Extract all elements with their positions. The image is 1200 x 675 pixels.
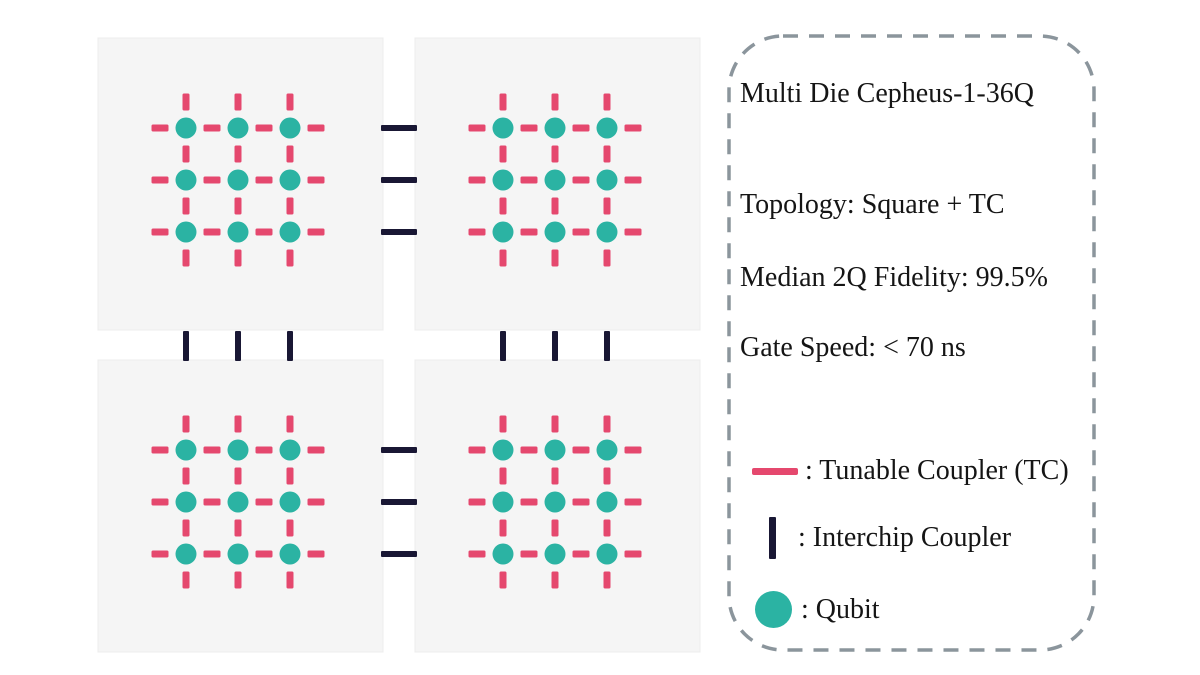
spec-fidelity: Median 2Q Fidelity: 99.5%	[740, 262, 1048, 293]
legend-label-qubit: : Qubit	[801, 593, 880, 625]
legend-item-interchip-coupler: : Interchip Coupler	[769, 517, 1011, 559]
legend-label-interchip-coupler: : Interchip Coupler	[798, 522, 1012, 553]
interchip-couplers	[183, 125, 610, 557]
legend-label-tunable-coupler: : Tunable Coupler (TC)	[805, 455, 1069, 486]
qubit-icon	[755, 591, 792, 628]
tunable-coupler-icon	[752, 467, 798, 475]
panel-title: Multi Die Cepheus-1-36Q	[740, 78, 1034, 109]
die-top-right	[414, 37, 701, 331]
die-bottom-left	[97, 359, 384, 653]
interchip-coupler-icon	[769, 517, 776, 559]
spec-gate-speed: Gate Speed: < 70 ns	[740, 332, 966, 363]
legend-item-qubit: : Qubit	[755, 591, 880, 628]
die-top-left	[97, 37, 384, 331]
legend-item-tunable-coupler: : Tunable Coupler (TC)	[752, 455, 1069, 487]
spec-topology: Topology: Square + TC	[740, 189, 1005, 220]
multi-die-diagram	[97, 37, 701, 653]
die-bottom-right	[414, 359, 701, 653]
legend-panel: Multi Die Cepheus-1-36Q Topology: Square…	[727, 34, 1096, 652]
